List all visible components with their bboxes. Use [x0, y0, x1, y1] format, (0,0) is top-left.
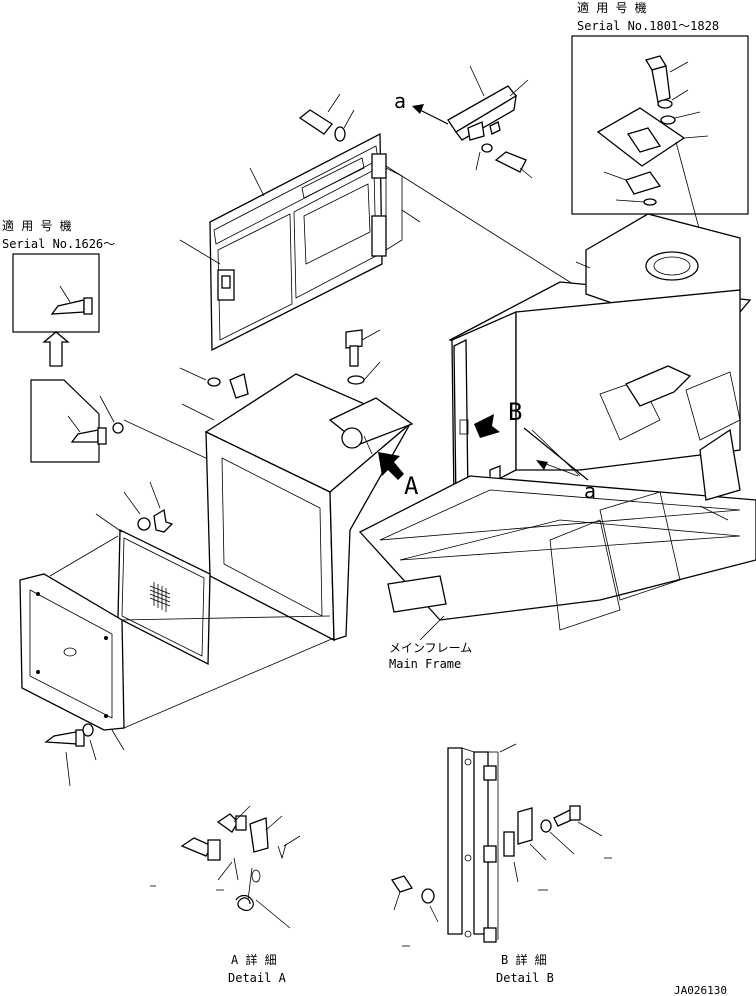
view-marker-B: B — [508, 398, 522, 426]
bolt-grille — [44, 723, 125, 787]
inset-left-frame — [12, 253, 100, 333]
main-frame-body — [358, 213, 756, 631]
arrow-a-icon — [378, 452, 404, 480]
inset-grommet — [643, 198, 657, 206]
detail-b-jp-label: B 詳 細 — [501, 952, 547, 967]
mesh-grid-icon — [149, 582, 171, 612]
detail-a-parts — [150, 805, 301, 929]
bracket-a — [412, 65, 533, 179]
inset-cover-plate — [596, 107, 709, 167]
inset-left: 適 用 号 機 Serial No.1626～ — [2, 218, 115, 463]
detail-b-en-label: Detail B — [496, 971, 554, 985]
detail-a-en-label: Detail A — [228, 971, 287, 985]
arrow-b-icon — [474, 414, 500, 438]
main-frame-en-label: Main Frame — [389, 657, 461, 671]
wing-nut — [123, 481, 174, 533]
inset-left-bolt — [50, 297, 93, 315]
inset-left-frame-2 — [30, 379, 100, 463]
inset-bolt — [645, 55, 689, 103]
door-panel — [179, 132, 593, 352]
hood-box — [204, 373, 414, 642]
drawing-number: JA026130 — [674, 984, 727, 996]
mesh-screen — [95, 513, 211, 666]
view-marker-a-lower: a — [584, 479, 596, 503]
pin-a-lower — [523, 427, 589, 481]
inset-washer-1 — [657, 99, 673, 109]
view-marker-a-upper: a — [394, 89, 406, 113]
inset-left-bolt-2 — [70, 427, 107, 445]
inset-arrow-icon — [42, 331, 70, 367]
detail-b-parts — [390, 743, 612, 947]
front-grille — [19, 573, 335, 731]
inset-left-serial-label: Serial No.1626～ — [2, 237, 115, 251]
detail-a-jp-label: A 詳 細 — [231, 952, 277, 967]
bolt-door-top — [298, 93, 355, 142]
washer-left — [112, 422, 124, 434]
inset-top-right: 適 用 号 機 Serial No.1801～1828 — [571, 0, 749, 263]
view-marker-A: A — [404, 472, 419, 500]
inset-top-right-frame — [571, 35, 749, 215]
inset-top-right-serial-label: Serial No.1801～1828 — [577, 19, 719, 33]
latch-hood — [179, 367, 249, 399]
inset-washer-2 — [660, 115, 676, 125]
inset-left-jp-label: 適 用 号 機 — [2, 218, 72, 233]
inset-top-right-jp-label: 適 用 号 機 — [577, 0, 647, 15]
bolt-hood-top — [345, 329, 381, 385]
inset-gasket — [603, 171, 662, 195]
main-frame-jp-label: メインフレーム — [389, 641, 472, 655]
